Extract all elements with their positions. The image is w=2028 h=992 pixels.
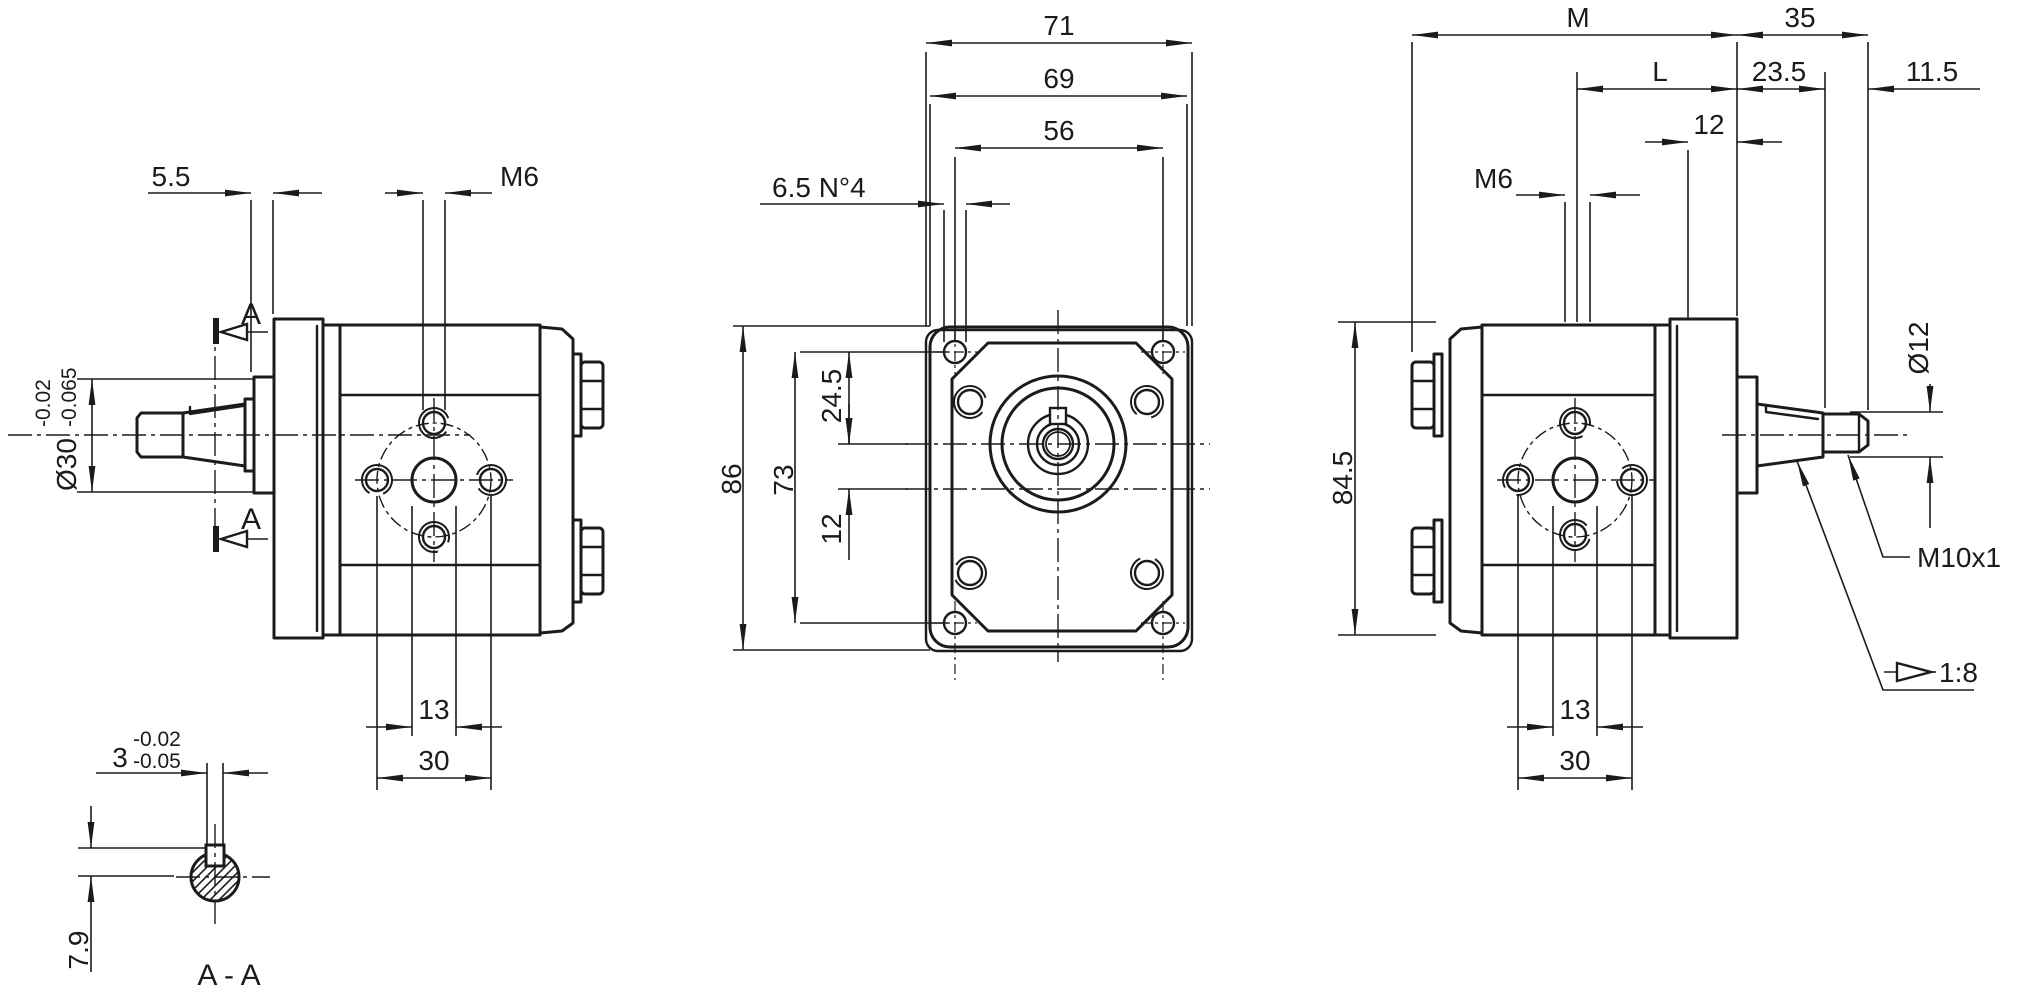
tolerance-upper: -0.02	[133, 728, 181, 751]
hatching	[192, 854, 238, 900]
dim-overall-height: 86	[716, 325, 930, 651]
hex-bolt	[571, 518, 605, 604]
dim-pilot-diameter: Ø30 -0.02 -0.065	[32, 367, 253, 493]
shaft-taper	[1755, 402, 1825, 468]
taper-symbol	[1895, 661, 1936, 683]
dim-label: 7.9	[63, 931, 94, 970]
hex-bolt	[571, 352, 605, 438]
dim-label: 84.5	[1327, 451, 1358, 506]
rear-cover	[1448, 325, 1484, 635]
section-mark-top: A	[213, 298, 268, 344]
dim-label: 35	[1784, 2, 1815, 33]
dim-shaft-protrusion: 35	[1737, 2, 1869, 410]
corner-mounting-holes	[933, 330, 1185, 680]
dim-corner-holes: 6.5 N°4	[760, 172, 1010, 342]
dim-port-thread: M6	[385, 161, 539, 410]
dim-taper-length: 23.5	[1737, 56, 1826, 408]
dim-label: Ø30	[51, 438, 82, 491]
section-title: A - A	[197, 959, 260, 992]
dim-label: M	[1566, 2, 1589, 33]
thread-spec-label: M10x1	[1917, 542, 2001, 573]
dim-key-width: 3 -0.02 -0.05	[96, 728, 268, 844]
port-face	[1497, 398, 1655, 562]
front-view: 71 69 56 6.5 N°4 86 73	[716, 10, 1210, 680]
dim-boss-offset: 5.5	[148, 161, 322, 372]
hex-bolt	[1410, 352, 1444, 438]
dim-flange-offset: 12	[1645, 109, 1782, 318]
dim-overall-height: 84.5	[1327, 321, 1436, 636]
tolerance-lower: -0.065	[58, 367, 81, 427]
dim-body-length: L	[1576, 56, 1737, 322]
right-side-view: M10x1 1:8 M 35 L 23.5	[1327, 2, 2001, 790]
shaft-keyway	[1764, 404, 1820, 421]
dim-thread-length: 11.5	[1868, 56, 1980, 93]
dim-hole-spacing-horizontal: 56	[954, 115, 1164, 340]
taper-ratio-label: 1:8	[1939, 657, 1978, 688]
flange-threaded-holes	[953, 385, 1164, 590]
section-a-a: 3 -0.02 -0.05 7.9 A - A	[63, 728, 270, 992]
dim-shaft-diameter: Ø12	[1850, 322, 1943, 528]
dim-label: 73	[768, 464, 799, 495]
rear-plate-outline	[924, 328, 1194, 653]
dim-port-diameter: 13 30	[366, 496, 502, 790]
dim-label: 30	[418, 745, 449, 776]
left-side-view: A A 5.5 M6 Ø30	[8, 161, 605, 790]
dim-label: 24.5	[816, 369, 847, 424]
dim-label: L	[1652, 56, 1668, 87]
dim-hole-spacing-vertical: 73	[768, 351, 948, 624]
tolerance-lower: -0.05	[133, 750, 181, 773]
leader-thread-spec: M10x1	[1847, 454, 2001, 573]
dim-label: 6.5 N°4	[772, 172, 866, 203]
dim-label: 56	[1043, 115, 1074, 146]
mounting-flange	[1668, 317, 1739, 640]
dim-label: 3	[112, 742, 128, 773]
port-face	[355, 398, 513, 562]
dim-axis-offset-upper: 24.5	[816, 352, 908, 445]
section-letter: A	[241, 503, 261, 536]
dim-body-width: 69	[929, 63, 1188, 326]
dim-label: 12	[1693, 109, 1724, 140]
flange-plate	[950, 341, 1174, 633]
tolerance-upper: -0.02	[32, 379, 55, 427]
leader-taper-ratio: 1:8	[1796, 460, 1978, 691]
dim-label: 12	[816, 513, 847, 544]
shaft-keyway	[188, 404, 245, 416]
dim-axis-offset-lower: 12	[816, 404, 908, 560]
dim-label: 11.5	[1906, 56, 1958, 87]
dim-port-thread: M6	[1474, 163, 1640, 322]
dim-label: 23.5	[1752, 56, 1807, 87]
mounting-flange	[272, 317, 325, 640]
dim-key-height: 7.9	[63, 806, 206, 972]
pump-body	[321, 323, 542, 637]
dim-overall-width: 71	[925, 10, 1193, 326]
body-outline	[928, 325, 1190, 649]
dim-port-diameter: 13 30	[1507, 496, 1643, 790]
dim-label: 5.5	[152, 161, 191, 192]
dim-label: 13	[1559, 694, 1590, 725]
section-mark-bottom: A	[213, 503, 268, 552]
dim-label: 69	[1043, 63, 1074, 94]
rear-cover	[538, 325, 575, 635]
dim-label: 30	[1559, 745, 1590, 776]
threaded-shaft-end	[1821, 412, 1870, 454]
dim-label: M6	[500, 161, 539, 192]
dim-overall-length: M	[1411, 2, 1738, 352]
dim-label: 13	[418, 694, 449, 725]
dim-label: Ø12	[1903, 322, 1934, 375]
dim-label: M6	[1474, 163, 1513, 194]
dim-label: 86	[716, 463, 747, 494]
dim-label: 71	[1043, 10, 1074, 41]
hex-bolt	[1410, 518, 1444, 604]
